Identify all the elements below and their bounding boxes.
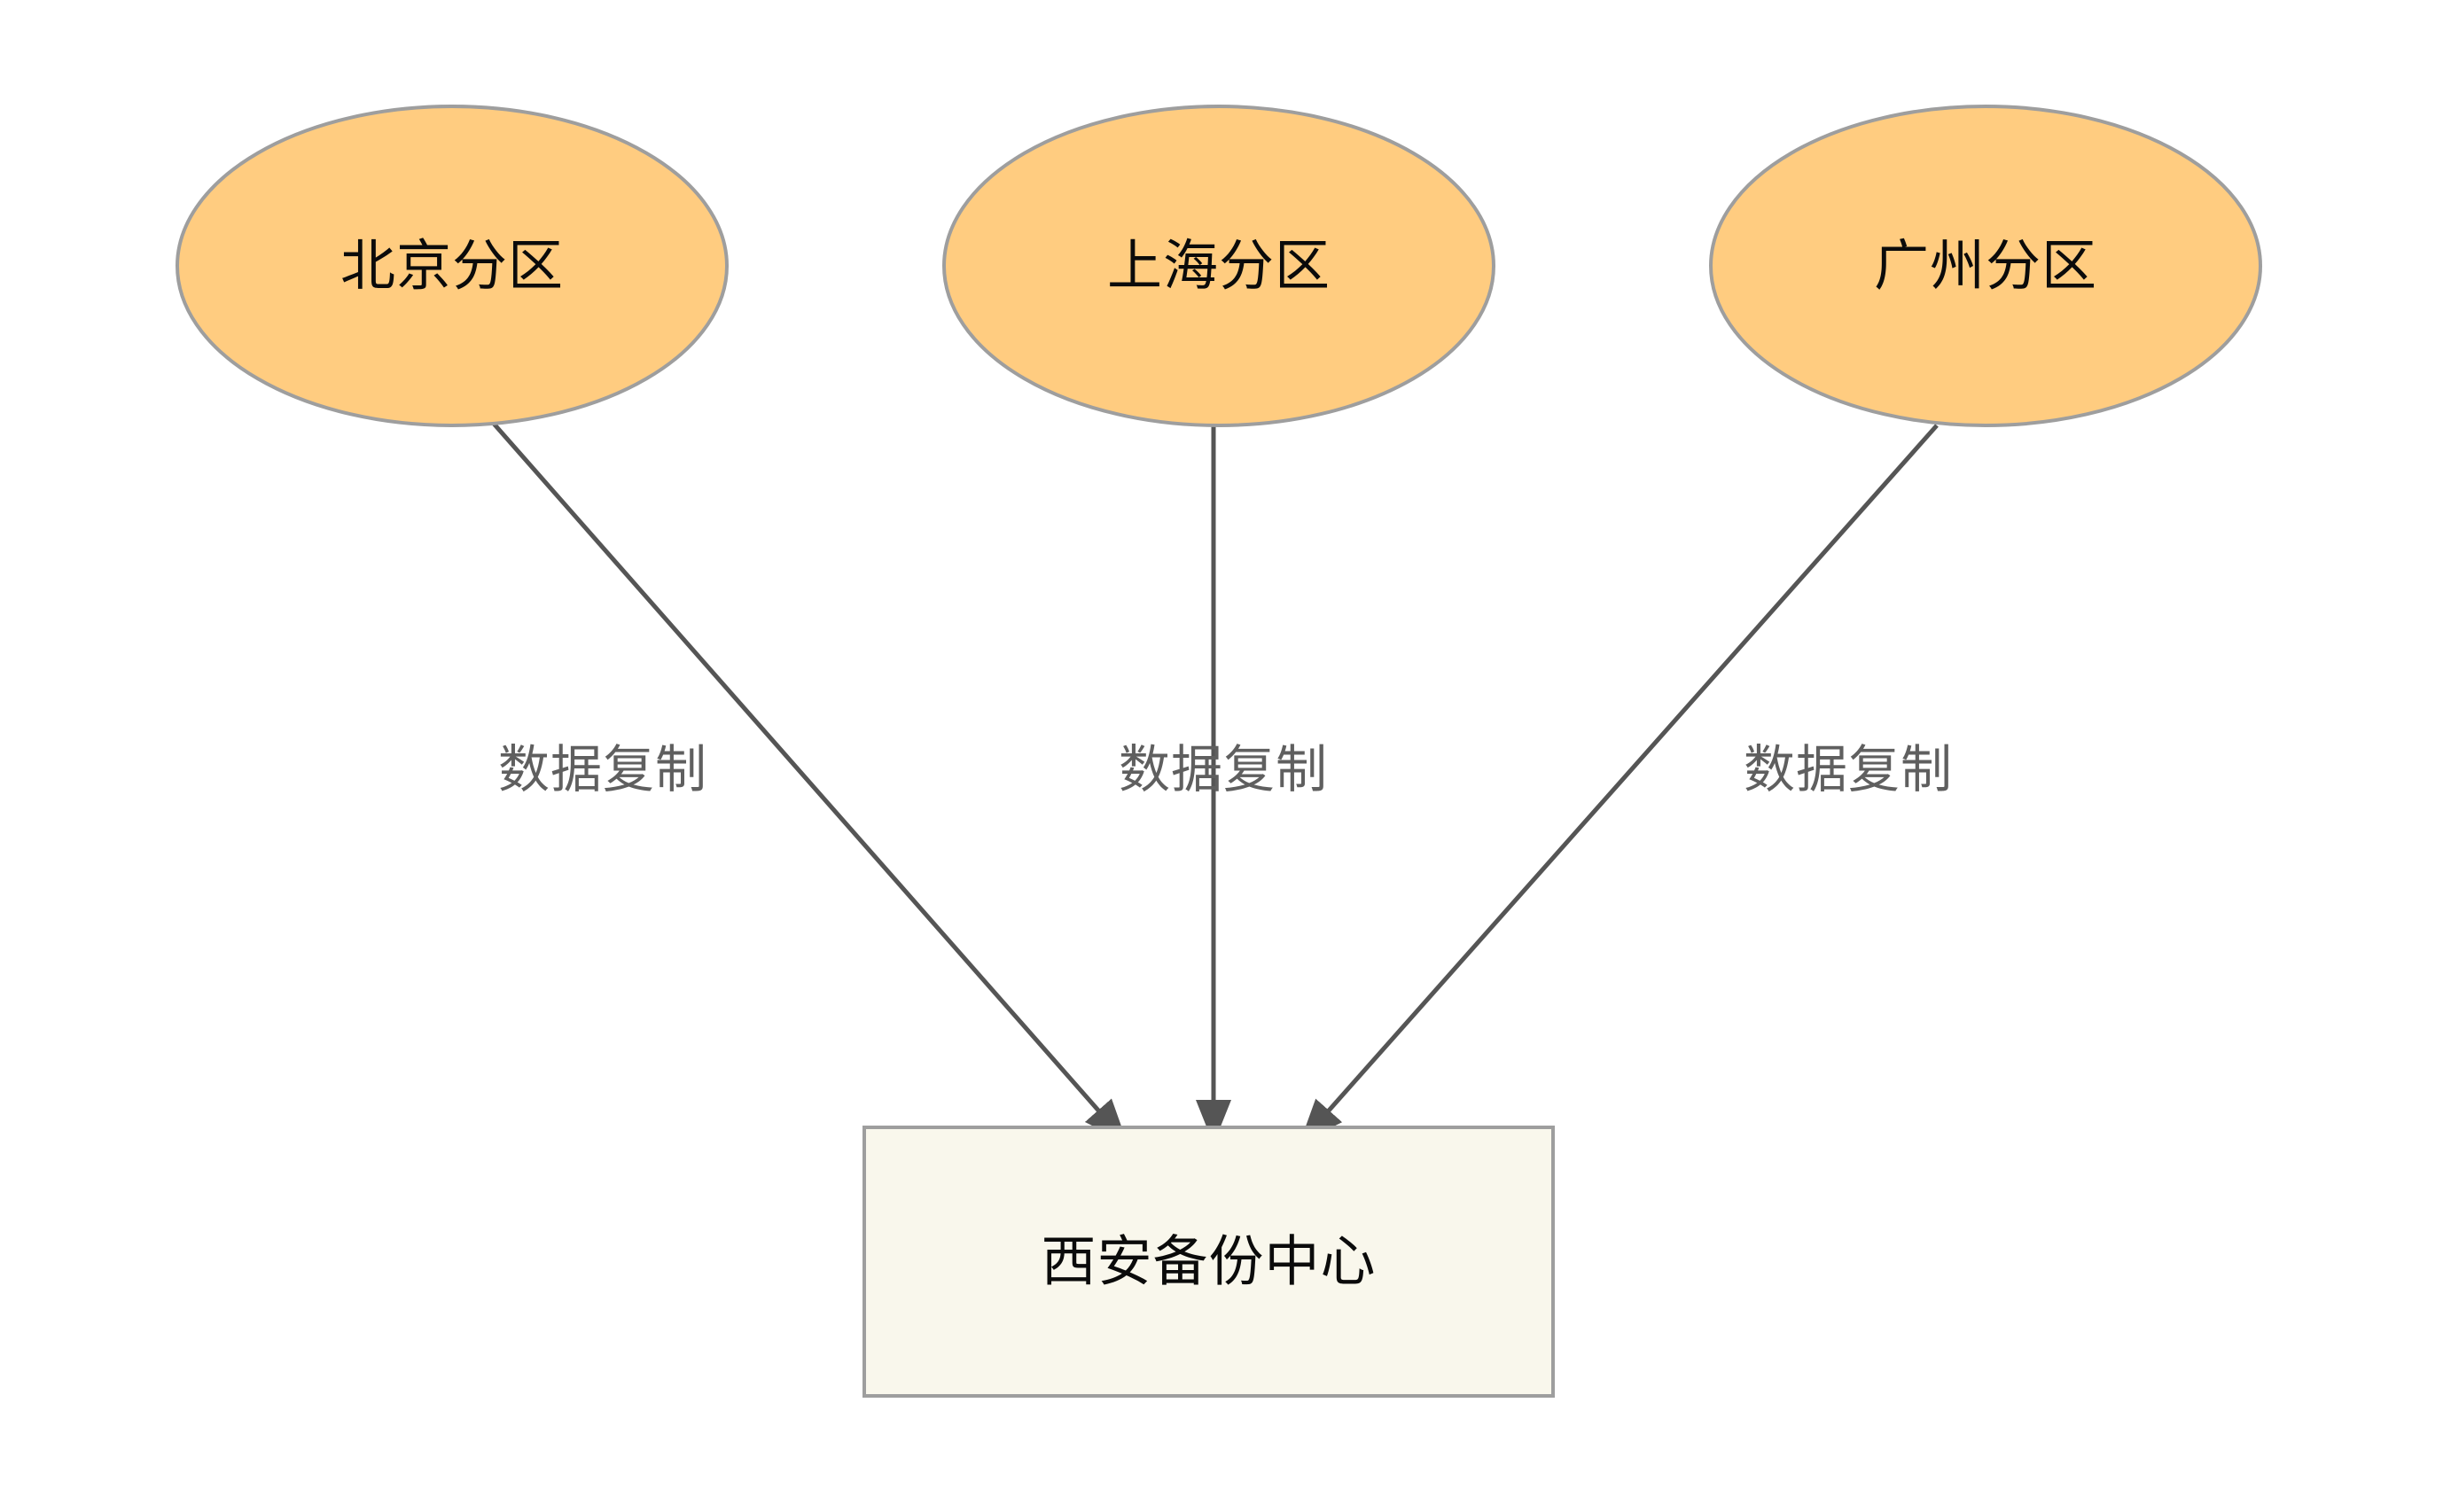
edge-label-beijing-to-xian: 数据复制 xyxy=(498,739,707,799)
edge-beijing-to-xian[interactable] xyxy=(492,422,1128,1144)
beijing-ellipse[interactable] xyxy=(176,105,729,427)
node-shanghai[interactable]: 上海分区 xyxy=(942,105,1495,427)
edge-label-guangzhou-to-xian: 数据复制 xyxy=(1744,739,1953,799)
guangzhou-label: 广州分区 xyxy=(1874,233,2097,298)
edge-labels-layer: 数据复制 数据复制 数据复制 xyxy=(498,739,1953,799)
guangzhou-ellipse[interactable] xyxy=(1709,105,2262,427)
node-beijing[interactable]: 北京分区 xyxy=(176,105,729,427)
xian-label: 西安备份中心 xyxy=(1041,1229,1376,1294)
edge-label-shanghai-to-xian: 数据复制 xyxy=(1119,739,1328,799)
xian-rectangle[interactable] xyxy=(862,1126,1555,1398)
node-xian[interactable]: 西安备份中心 xyxy=(862,1126,1555,1398)
node-guangzhou[interactable]: 广州分区 xyxy=(1709,105,2262,427)
beijing-label: 北京分区 xyxy=(340,233,564,298)
edges-layer xyxy=(492,422,1939,1145)
shanghai-label: 上海分区 xyxy=(1107,233,1331,298)
edge-guangzhou-to-xian[interactable] xyxy=(1300,424,1939,1144)
shanghai-ellipse[interactable] xyxy=(942,105,1495,427)
